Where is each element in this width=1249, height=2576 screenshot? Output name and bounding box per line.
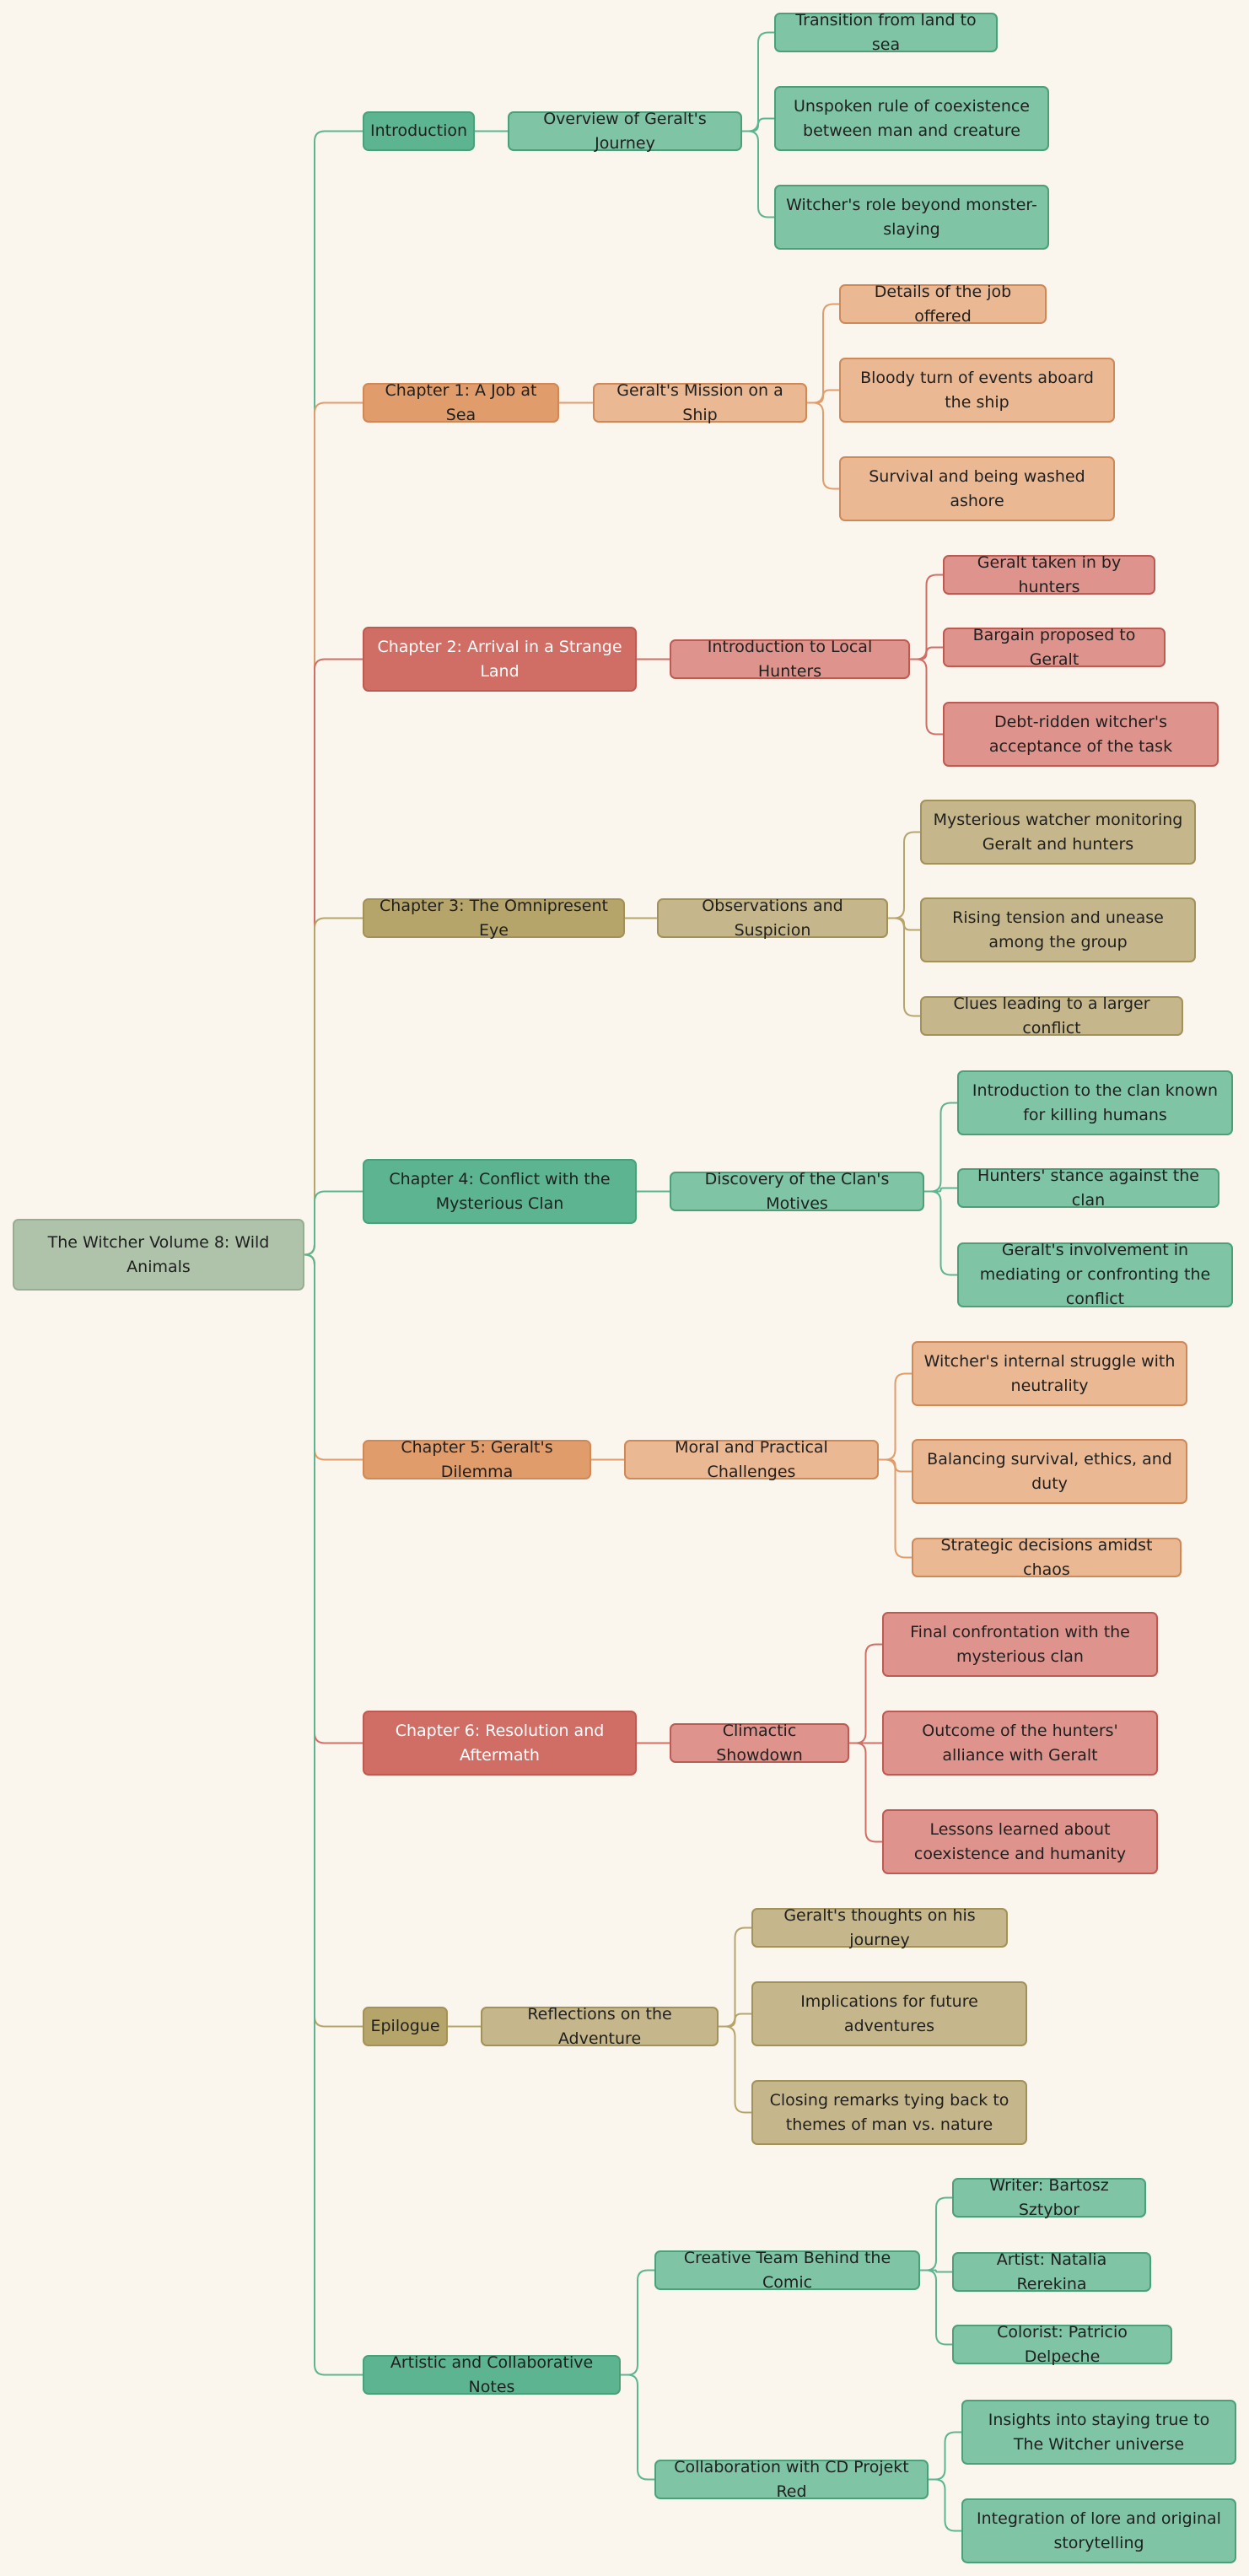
connector-b3-0-0 [888, 831, 920, 919]
leaf-true-to-universe[interactable]: Insights into staying true to The Witche… [961, 2400, 1236, 2465]
leaf-acceptance[interactable]: Debt-ridden witcher's acceptance of the … [943, 702, 1219, 767]
leaf-job-details[interactable]: Details of the job offered [839, 283, 1047, 326]
topic-creative-team[interactable]: Creative Team Behind the Comic [654, 2249, 920, 2292]
connector-b0-0-2 [742, 130, 774, 218]
mindmap-root[interactable]: The Witcher Volume 8: Wild Animals [13, 1219, 304, 1291]
connector-root-3 [304, 917, 363, 1256]
leaf-geralt-involvement[interactable]: Geralt's involvement in mediating or con… [957, 1241, 1233, 1308]
connector-b1-0-0 [807, 303, 839, 404]
topic-reflections[interactable]: Reflections on the Adventure [481, 2005, 719, 2048]
leaf-internal-struggle[interactable]: Witcher's internal struggle with neutral… [912, 1341, 1187, 1406]
connector-b4-0-2 [924, 1190, 957, 1276]
connector-root-2 [304, 658, 363, 1256]
leaf-witcher-role[interactable]: Witcher's role beyond monster-slaying [774, 185, 1049, 250]
leaf-clues[interactable]: Clues leading to a larger conflict [920, 994, 1183, 1037]
connector-root-8 [304, 1253, 363, 2376]
connector-b2-0-2 [910, 658, 943, 736]
leaf-lore-integration[interactable]: Integration of lore and original storyte… [961, 2498, 1236, 2563]
connector-b5-0-0 [879, 1372, 912, 1461]
leaf-washed-ashore[interactable]: Survival and being washed ashore [839, 456, 1115, 521]
connector-root-5 [304, 1253, 363, 1461]
branch-chapter-4[interactable]: Chapter 4: Conflict with the Mysterious … [363, 1159, 637, 1224]
connector-b6-0-0 [849, 1643, 882, 1744]
branch-chapter-2[interactable]: Chapter 2: Arrival in a Strange Land [363, 627, 637, 692]
connector-b3-0-2 [888, 917, 920, 1017]
connector-root-6 [304, 1253, 363, 1744]
connector-b8-1-0 [929, 2431, 961, 2481]
leaf-taken-in[interactable]: Geralt taken in by hunters [943, 553, 1155, 596]
connector-b8-1 [621, 2374, 654, 2481]
topic-challenges[interactable]: Moral and Practical Challenges [624, 1438, 879, 1481]
connector-root-1 [304, 401, 363, 1256]
connector-b8-0-2 [920, 2269, 952, 2346]
connector-b8-0 [621, 2269, 654, 2376]
topic-local-hunters[interactable]: Introduction to Local Hunters [670, 638, 910, 681]
connector-b1-0-2 [807, 401, 839, 490]
topic-showdown[interactable]: Climactic Showdown [670, 1722, 849, 1765]
leaf-writer[interactable]: Writer: Bartosz Sztybor [952, 2176, 1146, 2219]
connector-root-7 [304, 1253, 363, 2028]
leaf-bloody-turn[interactable]: Bloody turn of events aboard the ship [839, 358, 1115, 423]
leaf-artist[interactable]: Artist: Natalia Rerekina [952, 2250, 1151, 2293]
connector-b6-0-2 [849, 1742, 882, 1843]
leaf-hunters-stance[interactable]: Hunters' stance against the clan [957, 1167, 1219, 1210]
leaf-land-to-sea[interactable]: Transition from land to sea [774, 11, 998, 54]
branch-chapter-3[interactable]: Chapter 3: The Omnipresent Eye [363, 897, 625, 940]
connector-b7-0-0 [719, 1927, 751, 2028]
connector-b5-0-2 [879, 1458, 912, 1559]
connector-b0-0-0 [742, 31, 774, 132]
branch-introduction[interactable]: Introduction [363, 111, 475, 151]
branch-epilogue[interactable]: Epilogue [363, 2007, 448, 2046]
connector-b7-0-1 [719, 2013, 751, 2028]
branch-artistic-notes[interactable]: Artistic and Collaborative Notes [363, 2353, 621, 2396]
connector-root-4 [304, 1190, 363, 1256]
connector-b8-0-1 [920, 2269, 952, 2273]
connector-b7-0-2 [719, 2025, 751, 2114]
leaf-coexistence-rule[interactable]: Unspoken rule of coexistence between man… [774, 86, 1049, 151]
topic-mission-ship[interactable]: Geralt's Mission on a Ship [593, 381, 807, 424]
leaf-bargain[interactable]: Bargain proposed to Geralt [943, 626, 1166, 669]
connector-b8-0-0 [920, 2196, 952, 2272]
connector-b2-0-1 [910, 646, 943, 660]
branch-chapter-1[interactable]: Chapter 1: A Job at Sea [363, 381, 559, 424]
topic-overview-journey[interactable]: Overview of Geralt's Journey [508, 110, 742, 153]
leaf-implications[interactable]: Implications for future adventures [751, 1981, 1027, 2046]
connector-b1-0-1 [807, 389, 839, 404]
connector-b8-1-1 [929, 2478, 961, 2532]
branch-chapter-5[interactable]: Chapter 5: Geralt's Dilemma [363, 1438, 591, 1481]
leaf-thoughts[interactable]: Geralt's thoughts on his journey [751, 1906, 1008, 1949]
leaf-closing-remarks[interactable]: Closing remarks tying back to themes of … [751, 2080, 1027, 2145]
topic-cd-projekt[interactable]: Collaboration with CD Projekt Red [654, 2458, 929, 2501]
leaf-alliance-outcome[interactable]: Outcome of the hunters' alliance with Ge… [882, 1711, 1158, 1776]
leaf-strategic-decisions[interactable]: Strategic decisions amidst chaos [912, 1536, 1182, 1579]
connector-b4-0-1 [924, 1187, 957, 1193]
connector-root-0 [304, 130, 363, 1256]
branch-chapter-6[interactable]: Chapter 6: Resolution and Aftermath [363, 1711, 637, 1776]
leaf-clan-intro[interactable]: Introduction to the clan known for killi… [957, 1070, 1233, 1135]
leaf-balancing[interactable]: Balancing survival, ethics, and duty [912, 1439, 1187, 1504]
leaf-mysterious-watcher[interactable]: Mysterious watcher monitoring Geralt and… [920, 800, 1196, 865]
leaf-colorist[interactable]: Colorist: Patricio Delpeche [952, 2323, 1172, 2366]
connector-b0-0-1 [742, 117, 774, 132]
leaf-final-confrontation[interactable]: Final confrontation with the mysterious … [882, 1612, 1158, 1677]
leaf-lessons[interactable]: Lessons learned about coexistence and hu… [882, 1809, 1158, 1874]
connector-b4-0-0 [924, 1102, 957, 1193]
leaf-rising-tension[interactable]: Rising tension and unease among the grou… [920, 897, 1196, 962]
topic-clan-motives[interactable]: Discovery of the Clan's Motives [670, 1170, 924, 1213]
topic-observations[interactable]: Observations and Suspicion [657, 897, 888, 940]
